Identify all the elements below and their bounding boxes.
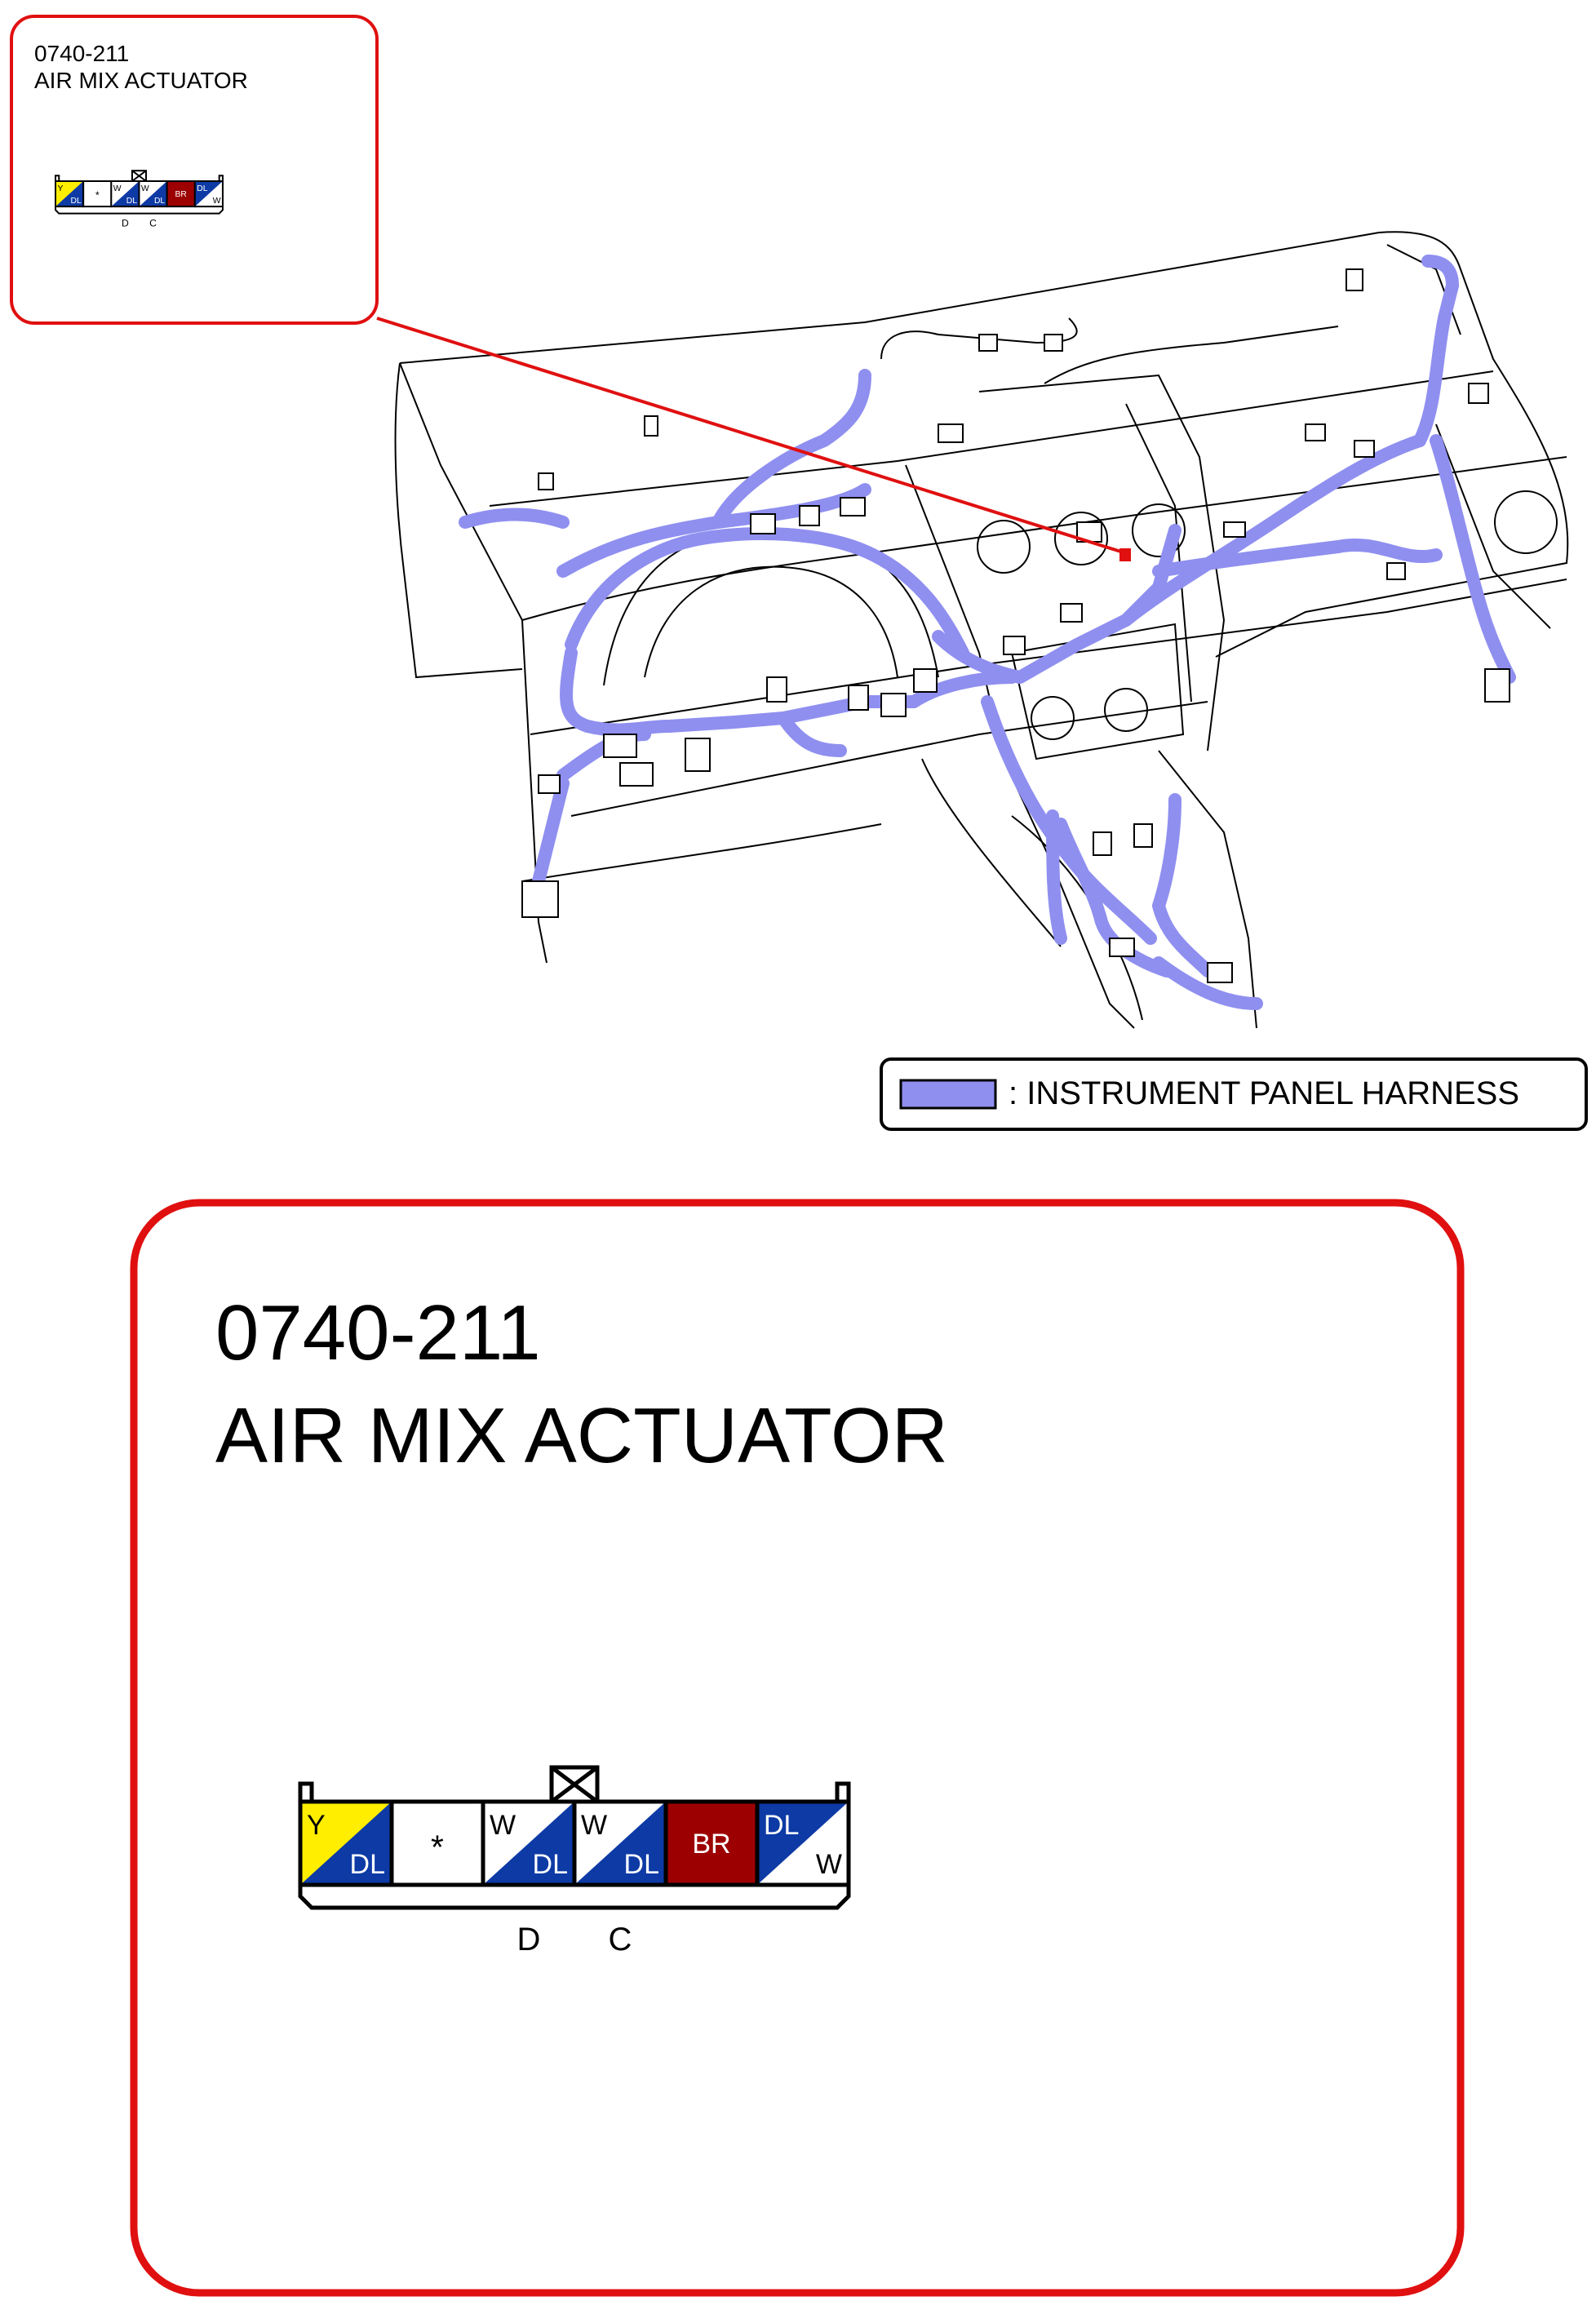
pin-top-color-label: Y (307, 1810, 326, 1841)
pin-unused-symbol: * (95, 189, 100, 201)
connector-pin: * (82, 180, 113, 208)
instrument-panel-illustration (394, 231, 1569, 1029)
pin-border (193, 180, 224, 208)
callout-small-code: 0740-211 (34, 41, 129, 66)
pin-letter-label: D (517, 1922, 541, 1957)
pin-bottom-color-label: DL (624, 1849, 659, 1880)
pin-top-color-label: DL (197, 184, 207, 193)
connector-pin: Y DL (55, 180, 85, 208)
harness-connectors (521, 268, 1510, 983)
callout-large-code: 0740-211 (215, 1289, 541, 1377)
pin-bottom-color-label: DL (533, 1849, 568, 1880)
pin-fill (663, 1799, 760, 1887)
callout-small-name: AIR MIX ACTUATOR (34, 68, 248, 93)
pin-fill-bottom (111, 181, 140, 207)
pin-top-color-label: W (113, 184, 122, 193)
connector-pin: W DL (110, 180, 140, 208)
pin-bottom-color-label: DL (70, 197, 81, 206)
connector-location-marker (1119, 548, 1131, 561)
pin-fill-bottom (757, 1802, 849, 1885)
pin-color-label: BR (175, 190, 187, 199)
pin-fill-bottom (300, 1802, 392, 1885)
connector-pin: W DL (481, 1799, 577, 1887)
pin-fill (82, 180, 113, 208)
connector-face-large: Y DL * W DL W DL BR DL W D C (298, 1765, 851, 1957)
pin-top-color-label: DL (764, 1810, 799, 1841)
pin-fill-bottom (139, 181, 167, 207)
callout-large-name: AIR MIX ACTUATOR (215, 1392, 948, 1479)
pin-letter-label: C (609, 1922, 632, 1957)
pin-fill-bottom (194, 181, 223, 207)
pin-fill (389, 1799, 485, 1887)
connector-pin: * (389, 1799, 485, 1887)
connector-pin: Y DL (298, 1799, 394, 1887)
connector-callout-large: 0740-211 AIR MIX ACTUATOR Y DL * W DL W DL BR DL… (130, 1199, 1465, 2297)
lock-tab-cross (550, 1766, 599, 1803)
connector-pin: DL W (755, 1799, 851, 1887)
pin-border (755, 1799, 851, 1887)
pin-letter-label: D (122, 218, 129, 229)
connector-pin: DL W (193, 180, 224, 208)
harness-legend-swatch (899, 1079, 997, 1110)
pin-unused-symbol: * (431, 1829, 444, 1866)
connector-pin: W DL (572, 1799, 668, 1887)
pin-bottom-color-label: W (816, 1849, 842, 1880)
pin-top-color-label: W (581, 1810, 607, 1841)
pin-bottom-color-label: DL (350, 1849, 385, 1880)
connector-callout-small: 0740-211 AIR MIX ACTUATOR Y DL * W DL W DL BR DL… (10, 15, 379, 325)
pin-fill-bottom (483, 1802, 574, 1885)
pin-letter-label: C (149, 218, 157, 229)
pin-color-label: BR (692, 1829, 730, 1860)
pin-top-color-label: W (490, 1810, 516, 1841)
connector-face-small: Y DL * W DL W DL BR DL W D C (55, 170, 224, 229)
harness-legend-label: : INSTRUMENT PANEL HARNESS (1009, 1075, 1519, 1111)
instrument-panel-harness (459, 255, 1516, 1010)
connector-pin: W DL (138, 180, 168, 208)
pin-bottom-color-label: DL (126, 197, 137, 206)
connector-pin: BR (663, 1799, 760, 1887)
pin-top-color-label: W (141, 184, 149, 193)
callout-leader-line (376, 317, 1127, 555)
pin-fill-bottom (574, 1802, 666, 1885)
pin-top-color-label: Y (57, 184, 63, 193)
pin-bottom-color-label: DL (154, 197, 165, 206)
lock-tab-cross (131, 170, 147, 182)
harness-legend: : INSTRUMENT PANEL HARNESS (880, 1057, 1588, 1131)
pin-bottom-color-label: W (213, 197, 221, 206)
connector-pin: BR (166, 180, 196, 208)
pin-fill-bottom (55, 181, 84, 207)
pin-fill (166, 180, 196, 208)
